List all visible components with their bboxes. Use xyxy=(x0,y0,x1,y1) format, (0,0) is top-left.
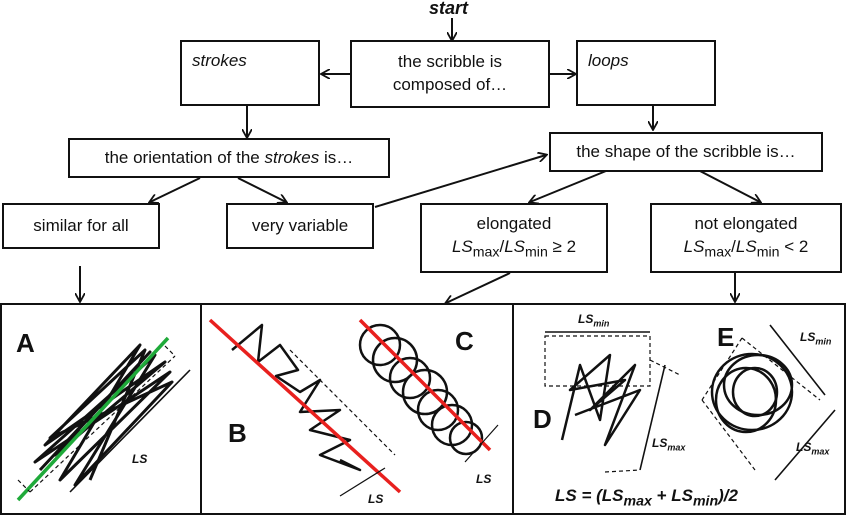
arrow-to-not-elongated xyxy=(699,170,760,202)
not-elongated-box: not elongated LSmax/LSmin < 2 xyxy=(650,203,842,273)
panel-frame xyxy=(0,303,846,515)
scribble-e xyxy=(710,352,794,434)
strokes-box: strokes xyxy=(180,40,320,106)
ls-max-label-e: LSmax xyxy=(796,440,830,457)
fit-line-c xyxy=(358,318,492,452)
scribble-d xyxy=(560,353,642,447)
arrow-to-panel-bc xyxy=(446,272,511,303)
elongated-box: elongated LSmax/LSmin ≥ 2 xyxy=(420,203,608,273)
measure-c xyxy=(464,424,499,463)
panel-label-b: B xyxy=(228,418,247,448)
ls-max-label-d: LSmax xyxy=(652,436,686,453)
arrow-variable-to-shape xyxy=(374,155,546,208)
fit-line-b xyxy=(208,318,402,494)
variable-label: very variable xyxy=(251,215,349,235)
arrow-to-variable xyxy=(237,177,286,202)
bbox-d xyxy=(544,335,651,387)
fit-line-a xyxy=(16,336,170,502)
strokes-label: strokes xyxy=(192,51,247,70)
scribble-c xyxy=(358,323,484,456)
loops-box: loops xyxy=(576,40,716,106)
not-elongated-ratio: LSmax/LSmin < 2 xyxy=(683,237,809,261)
ls-min-label-e: LSmin xyxy=(800,330,832,347)
composed-line-2: composed of… xyxy=(392,75,508,94)
measure-e xyxy=(701,324,836,481)
measure-d-max xyxy=(639,364,666,471)
scribble-a xyxy=(33,343,174,487)
composed-line-1: the scribble is xyxy=(398,52,502,72)
orientation-box: the orientation of the strokes is… xyxy=(68,138,390,178)
ls-label-c: LS xyxy=(476,472,492,486)
measure-a xyxy=(17,345,191,493)
similar-label: similar for all xyxy=(33,215,129,235)
panel-label-e: E xyxy=(717,322,735,352)
elongated-ratio: LSmax/LSmin ≥ 2 xyxy=(451,237,577,261)
measure-b xyxy=(289,349,396,497)
ls-label-b: LS xyxy=(368,492,384,506)
ls-label-a: LS xyxy=(132,452,148,466)
variable-box: very variable xyxy=(226,203,374,249)
composed-box: the scribble is composed of… xyxy=(350,40,550,108)
loops-label: loops xyxy=(588,51,629,70)
arrow-to-similar xyxy=(150,177,201,202)
panel-label-c: C xyxy=(455,326,474,356)
formula: LS = (LSmax + LSmin)/2 xyxy=(555,486,738,510)
panel-label-a: A xyxy=(16,328,35,358)
similar-box: similar for all xyxy=(2,203,160,249)
arrow-to-elongated xyxy=(530,170,607,202)
orientation-label: the orientation of the strokes is… xyxy=(104,147,354,167)
start-label: start xyxy=(429,0,469,18)
not-elongated-label: not elongated xyxy=(694,214,798,234)
panel-label-d: D xyxy=(533,404,552,434)
shape-box: the shape of the scribble is… xyxy=(549,132,823,172)
ls-min-label-d: LSmin xyxy=(578,312,610,329)
shape-label: the shape of the scribble is… xyxy=(576,141,796,161)
elongated-label: elongated xyxy=(476,214,552,234)
